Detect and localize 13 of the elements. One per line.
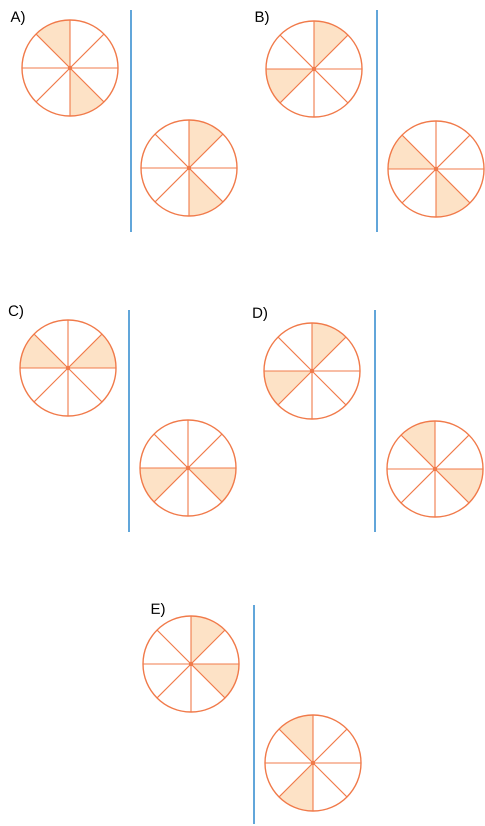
option-label: B) — [256, 11, 269, 25]
sector-circle — [386, 420, 484, 518]
option-label: D) — [253, 307, 267, 321]
sector-circle — [387, 120, 485, 218]
sector-circle — [264, 714, 362, 812]
sector-circle — [263, 322, 361, 420]
sector-circle — [19, 319, 117, 417]
option-label: A) — [10, 11, 25, 25]
sector-circle — [139, 419, 237, 517]
option-label: E) — [152, 603, 165, 617]
sector-circle — [142, 615, 240, 713]
option-label: C) — [8, 305, 23, 319]
sector-circle — [140, 119, 238, 217]
